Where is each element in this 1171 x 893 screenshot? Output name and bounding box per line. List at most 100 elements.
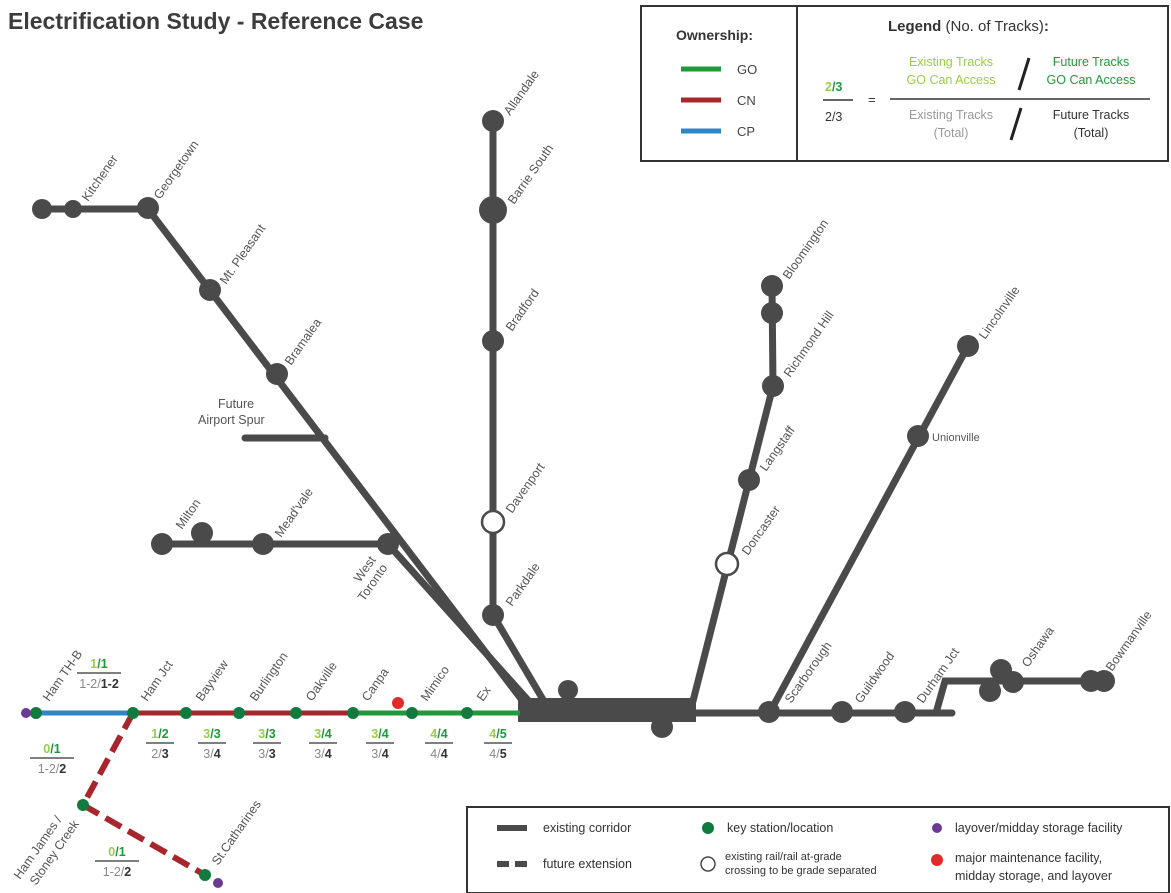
label-future-airport-2: Airport Spur	[198, 413, 265, 427]
station-guildwood	[831, 701, 853, 723]
station-lincolnville	[957, 335, 979, 357]
legend-slash-bottom	[1009, 107, 1023, 141]
station-milton-a	[151, 533, 173, 555]
fraction-top-canpa: 3/4	[314, 727, 331, 741]
station-scarborough	[758, 701, 780, 723]
station-oshawa-c	[979, 680, 1001, 702]
key-station-swatch	[702, 822, 714, 834]
fraction-bottom-canpa: 3/4	[314, 747, 331, 761]
key-station-canpa	[347, 707, 359, 719]
union-station-block	[518, 698, 696, 722]
label-ham-thb: Ham TH-B	[40, 648, 85, 704]
legend-existing-total-2: (Total)	[934, 126, 969, 140]
label-allandale: Allandale	[501, 68, 542, 118]
fraction-top-st_cath: 0/1	[108, 845, 125, 859]
legend-box: Ownership: GO CN CP Legend (No. of Track…	[640, 5, 1169, 162]
ownership-cp-label: CP	[737, 124, 755, 139]
fraction-future-go: /3	[265, 727, 275, 741]
fraction-top-oakville: 3/3	[258, 727, 275, 741]
fraction-future-total: 4	[214, 747, 221, 761]
legend-future-total-1: Future Tracks	[1053, 108, 1129, 122]
legend-existing-go-1: Existing Tracks	[909, 55, 993, 69]
fraction-existing-total: 3/	[371, 747, 382, 761]
station-durham-jct	[894, 701, 916, 723]
future-ham-james	[80, 711, 136, 807]
key-station-burlington	[233, 707, 245, 719]
station-kitchener-b	[64, 200, 82, 218]
label-unionville: Unionville	[932, 432, 980, 444]
legend-future-total-2: (Total)	[1074, 126, 1109, 140]
fraction-future-total: 4	[325, 747, 332, 761]
legend-future-go-2: GO Can Access	[1047, 73, 1136, 87]
station-meadvale	[252, 533, 274, 555]
fraction-bottom-burlington: 3/4	[203, 747, 220, 761]
label-barrie-south: Barrie South	[505, 142, 556, 207]
label-oakville: Oakville	[303, 659, 340, 703]
station-bowmanville-b	[1093, 670, 1115, 692]
label-st-catharines: St.Catharines	[209, 798, 264, 868]
key-station-ham-jct	[127, 707, 139, 719]
fraction-bottom-ham_jct_south: 1-2/2	[38, 762, 67, 776]
layover-label: layover/midday storage facility	[955, 821, 1123, 835]
symbol-legend-frame	[466, 806, 1170, 893]
union-node-bottom	[651, 716, 673, 738]
fraction-future-total: 1-2	[101, 677, 119, 691]
stations-grey	[32, 110, 1115, 723]
symbol-legend: existing corridor future extension key s…	[466, 806, 1170, 893]
fraction-future-go: /4	[321, 727, 331, 741]
legend-example-top-b: /3	[832, 80, 842, 94]
layover-swatch	[932, 823, 942, 833]
fraction-existing-total: 3/	[258, 747, 269, 761]
station-oshawa-b	[1002, 671, 1024, 693]
corridor-barrie-lower	[489, 611, 552, 712]
station-milton-b	[191, 522, 213, 544]
fraction-top-ex: 4/4	[430, 727, 447, 741]
station-bloomington-a	[761, 275, 783, 297]
layover-ham-thb	[21, 708, 31, 718]
fraction-top-mimico: 3/4	[371, 727, 388, 741]
station-allandale	[482, 110, 504, 132]
fraction-bottom-bayview: 2/3	[151, 747, 168, 761]
fraction-existing-go: 0	[43, 742, 50, 756]
crossing-doncaster	[714, 551, 740, 577]
key-station-ex	[461, 707, 473, 719]
fraction-future-go: /1	[115, 845, 125, 859]
station-labels: Kitchener Georgetown Mt. Pleasant Bramal…	[11, 68, 1155, 888]
fraction-existing-go: 4	[489, 727, 496, 741]
legend-example-top-a: 2	[825, 80, 832, 94]
maintenance-canpa	[392, 697, 404, 709]
fraction-existing-go: 3	[371, 727, 378, 741]
fraction-top-burlington: 3/3	[203, 727, 220, 741]
fraction-existing-go: 3	[203, 727, 210, 741]
fraction-future-total: 5	[500, 747, 507, 761]
crossing-davenport	[480, 509, 506, 535]
fraction-existing-go: 3	[314, 727, 321, 741]
future-extension-label: future extension	[543, 857, 632, 871]
layover-st-catharines	[213, 878, 223, 888]
label-lincolnville: Lincolnville	[976, 284, 1023, 342]
fraction-existing-go: 4	[430, 727, 437, 741]
station-parkdale	[482, 604, 504, 626]
fraction-future-go: /3	[210, 727, 220, 741]
label-parkdale: Parkdale	[503, 560, 543, 608]
fraction-existing-total: 4/	[430, 747, 441, 761]
fraction-bottom-mimico: 3/4	[371, 747, 388, 761]
maintenance-label-1: major maintenance facility,	[955, 851, 1102, 865]
fraction-future-go: /2	[158, 727, 168, 741]
fraction-future-total: 2	[59, 762, 66, 776]
key-station-ham-james	[77, 799, 89, 811]
fraction-future-go: /4	[378, 727, 388, 741]
station-barrie-south	[479, 196, 507, 224]
key-station-oakville	[290, 707, 302, 719]
fraction-future-go: /4	[437, 727, 447, 741]
station-georgetown	[137, 197, 159, 219]
fraction-existing-total: 3/	[203, 747, 214, 761]
fraction-existing-go: 3	[258, 727, 265, 741]
ownership-cn-label: CN	[737, 93, 756, 108]
crossing-swatch	[700, 856, 716, 872]
fraction-bottom-st_cath: 1-2/2	[103, 865, 132, 879]
fraction-existing-go: 1	[151, 727, 158, 741]
label-georgetown: Georgetown	[151, 138, 202, 202]
key-station-bayview	[180, 707, 192, 719]
